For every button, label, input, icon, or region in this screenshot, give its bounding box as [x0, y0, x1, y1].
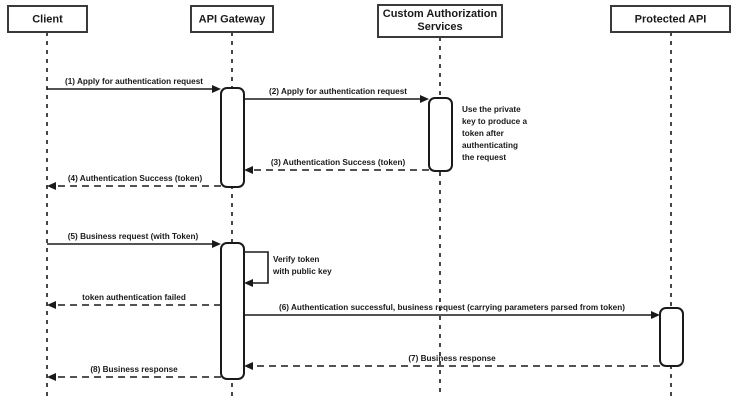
participant-label-custom-auth-line2: Services — [417, 21, 462, 33]
participant-label-api-gateway: API Gateway — [199, 13, 267, 25]
participant-client[interactable]: Client — [7, 5, 88, 33]
participant-box-custom-auth[interactable] — [377, 4, 503, 38]
participant-box-api-gateway[interactable] — [190, 5, 274, 33]
self-message-verify-token[interactable]: Verify token with public key — [244, 251, 332, 287]
message-6-label: (6) Authentication successful, business … — [279, 303, 625, 312]
message-token-auth-failed[interactable]: token authentication failed — [47, 293, 221, 309]
message-2-arrowhead — [420, 95, 429, 103]
self-message-verify-token-path — [244, 251, 269, 284]
activation-api-gateway-business[interactable] — [220, 242, 245, 380]
participant-custom-auth[interactable]: Custom Authorization Services — [377, 4, 503, 38]
participant-protected-api[interactable]: Protected API — [610, 5, 731, 33]
message-5[interactable]: (5) Business request (with Token) — [47, 232, 221, 248]
message-6[interactable]: (6) Authentication successful, business … — [244, 303, 660, 319]
message-1-label: (1) Apply for authentication request — [65, 77, 203, 86]
participant-api-gateway[interactable]: API Gateway — [190, 5, 274, 33]
message-2[interactable]: (2) Apply for authentication request — [244, 87, 429, 103]
message-5-label: (5) Business request (with Token) — [68, 232, 199, 241]
lifelines-group — [46, 32, 672, 396]
activation-api-gateway-auth[interactable] — [220, 87, 245, 188]
message-4[interactable]: (4) Authentication Success (token) — [47, 174, 221, 190]
activation-bars-group — [220, 87, 684, 380]
self-message-verify-token-line-2: with public key — [272, 267, 332, 276]
message-token-auth-failed-label: token authentication failed — [82, 293, 186, 302]
activation-protected-api[interactable] — [659, 307, 684, 367]
note-private-key-line-2: key to produce a — [462, 117, 528, 126]
message-7[interactable]: (7) Business response — [244, 354, 660, 370]
message-1[interactable]: (1) Apply for authentication request — [47, 77, 221, 93]
activation-custom-auth[interactable] — [428, 97, 453, 172]
message-3-label: (3) Authentication Success (token) — [271, 158, 406, 167]
message-8-label: (8) Business response — [90, 365, 178, 374]
self-message-verify-token-line-1: Verify token — [273, 255, 319, 264]
message-4-label: (4) Authentication Success (token) — [68, 174, 203, 183]
message-4-arrowhead — [47, 182, 56, 190]
participant-box-protected-api[interactable] — [610, 5, 731, 33]
message-token-auth-failed-arrowhead — [47, 301, 56, 309]
message-7-arrowhead — [244, 362, 253, 370]
participant-label-protected-api: Protected API — [635, 13, 707, 25]
note-private-key: Use the private key to produce a token a… — [462, 105, 528, 162]
note-private-key-line-4: authenticating — [462, 141, 518, 150]
message-3-arrowhead — [244, 166, 253, 174]
note-private-key-line-3: token after — [462, 129, 505, 138]
note-private-key-line-1: Use the private — [462, 105, 521, 114]
participant-label-client: Client — [32, 13, 63, 25]
message-2-label: (2) Apply for authentication request — [269, 87, 407, 96]
message-5-arrowhead — [212, 240, 221, 248]
message-6-arrowhead — [651, 311, 660, 319]
message-7-label: (7) Business response — [408, 354, 496, 363]
message-8-arrowhead — [47, 373, 56, 381]
message-3[interactable]: (3) Authentication Success (token) — [244, 158, 429, 174]
message-8[interactable]: (8) Business response — [47, 365, 221, 381]
message-1-arrowhead — [212, 85, 221, 93]
participant-box-client[interactable] — [7, 5, 88, 33]
note-private-key-line-5: the request — [462, 153, 506, 162]
self-message-verify-token-arrowhead — [244, 279, 253, 287]
participant-label-custom-auth-line1: Custom Authorization — [383, 8, 498, 20]
